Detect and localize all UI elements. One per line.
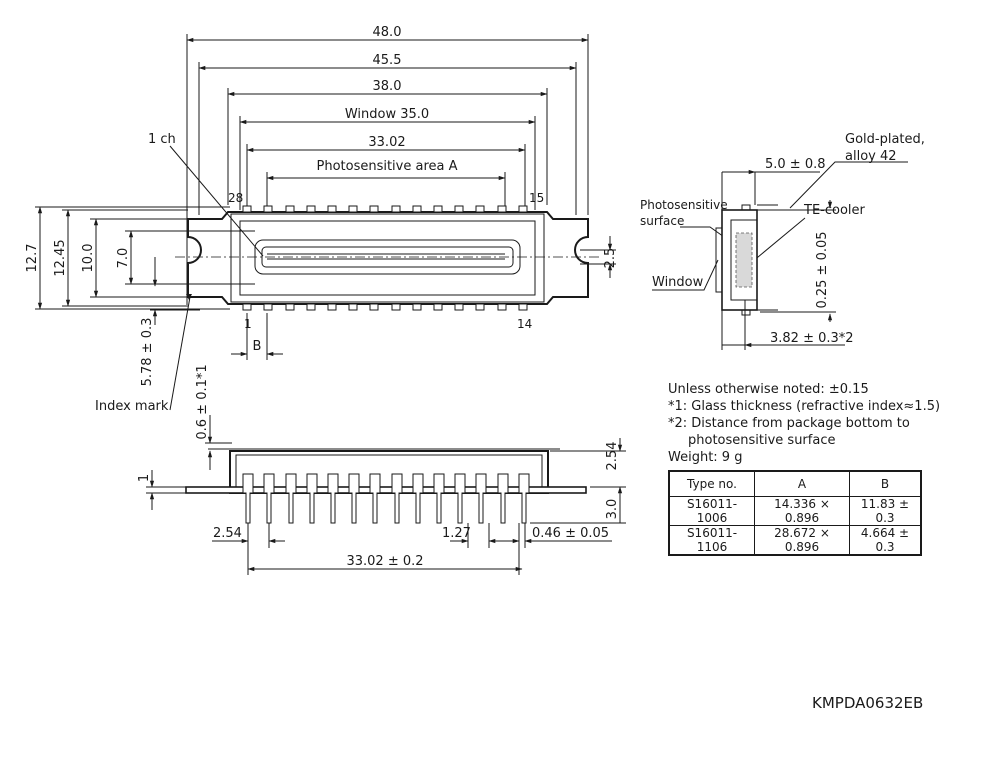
type-table: Type no. A B S16011-1006 14.336 × 0.896 …: [668, 470, 922, 556]
dim-38: 38.0: [373, 79, 402, 94]
dim-window-35: Window 35.0: [345, 107, 429, 122]
dim-2-54-vertical: 2.54: [605, 442, 620, 471]
dim-10: 10.0: [81, 244, 96, 273]
table-header-row: Type no. A B: [668, 470, 922, 497]
dim-5-78: 5.78 ± 0.3: [140, 318, 155, 387]
gold-plated-label: Gold-plated,: [845, 132, 925, 147]
note-distance: *2: Distance from package bottom to: [668, 416, 910, 431]
photosensitive-surface-label-1: Photosensitive: [640, 198, 728, 212]
header-type-no: Type no.: [668, 470, 755, 497]
header-a: A: [754, 470, 850, 497]
dim-2-5: 2.5: [603, 248, 618, 269]
index-mark-label: Index mark: [95, 399, 169, 414]
pin-14-label: 14: [517, 317, 532, 331]
dim-3-0: 3.0: [605, 499, 620, 520]
cell-a: 14.336 × 0.896: [754, 496, 850, 526]
dim-7: 7.0: [116, 248, 131, 269]
photosensitive-surface-label-2: surface: [640, 214, 684, 228]
dim-3-82: 3.82 ± 0.3*2: [770, 331, 854, 346]
table-row: S16011-1006 14.336 × 0.896 11.83 ± 0.3: [668, 496, 922, 526]
front-view: 0.6 ± 0.1*1 1 2.54 3.0 2.54 1.27: [137, 364, 626, 575]
photosensitive-area-label: Photosensitive area A: [316, 159, 457, 174]
note-distance-cont: photosensitive surface: [688, 433, 836, 448]
bottom-pins: [242, 303, 528, 311]
side-view: Gold-plated, alloy 42 5.0 ± 0.8 Photosen…: [640, 132, 925, 350]
pin-1-label: 1: [244, 317, 252, 331]
dim-12-45: 12.45: [53, 239, 68, 276]
cell-type: S16011-1106: [668, 525, 755, 556]
leads: [242, 473, 530, 524]
dim-1: 1: [137, 474, 152, 482]
dim-1-27: 1.27: [442, 526, 471, 541]
pin-28-label: 28: [228, 191, 243, 205]
top-view: 48.0 45.5 38.0 Window 35.0 33.02 Photose…: [25, 25, 618, 414]
table-row: S16011-1106 28.672 × 0.896 4.664 ± 0.3: [668, 525, 922, 556]
dim-0-46: 0.46 ± 0.05: [532, 526, 609, 541]
header-b: B: [849, 470, 922, 497]
dim-5-0: 5.0 ± 0.8: [765, 157, 826, 172]
top-pins: [242, 205, 528, 213]
note-glass: *1: Glass thickness (refractive index≈1.…: [668, 399, 941, 414]
window-side-label: Window: [652, 275, 704, 290]
dim-33-02-pitch-total: 33.02 ± 0.2: [346, 554, 423, 569]
alloy-label: alloy 42: [845, 149, 897, 164]
dim-0-6: 0.6 ± 0.1*1: [195, 364, 210, 439]
cell-b: 11.83 ± 0.3: [849, 496, 922, 526]
document-id: KMPDA0632EB: [812, 694, 924, 712]
dim-0-25: 0.25 ± 0.05: [815, 231, 830, 308]
dim-33-02: 33.02: [368, 135, 405, 150]
cell-a: 28.672 × 0.896: [754, 525, 850, 556]
dim-48: 48.0: [373, 25, 402, 40]
label-1ch: 1 ch: [148, 132, 176, 147]
cell-b: 4.664 ± 0.3: [849, 525, 922, 556]
cell-type: S16011-1006: [668, 496, 755, 526]
note-weight: Weight: 9 g: [668, 450, 743, 465]
note-tolerance: Unless otherwise noted: ±0.15: [668, 382, 869, 397]
dim-b-label: B: [253, 339, 262, 354]
dim-45-5: 45.5: [373, 53, 402, 68]
notes: Unless otherwise noted: ±0.15 *1: Glass …: [668, 381, 940, 466]
dim-2-54-pitch: 2.54: [213, 526, 242, 541]
dim-12-7: 12.7: [25, 244, 40, 273]
pin-15-label: 15: [529, 191, 544, 205]
